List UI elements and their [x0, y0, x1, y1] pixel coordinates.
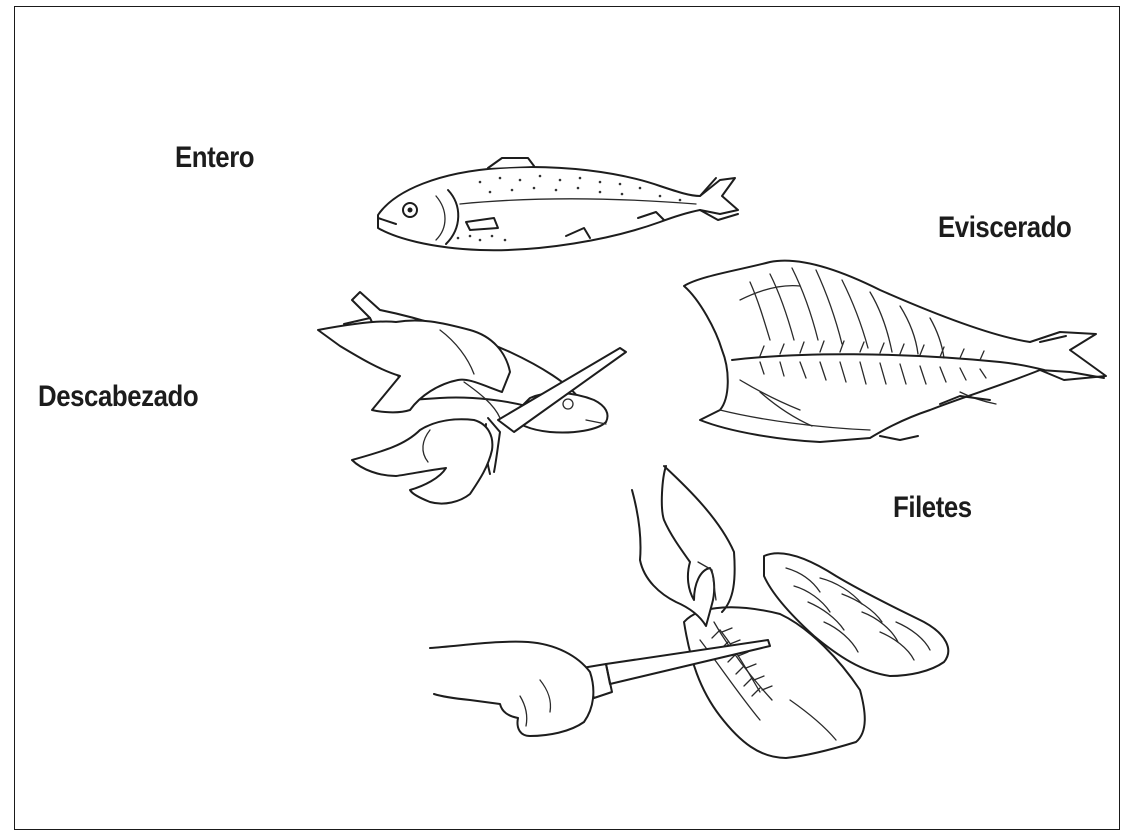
label-filetes: Filetes — [893, 491, 972, 525]
whole-fish-illustration — [378, 158, 738, 250]
label-entero: Entero — [175, 141, 254, 175]
filleting-illustration — [430, 466, 948, 758]
heading-fish-illustration — [318, 292, 626, 504]
label-eviscerado: Eviscerado — [938, 211, 1071, 245]
label-descabezado: Descabezado — [38, 380, 198, 414]
eviscerated-fish-illustration — [684, 261, 1106, 442]
